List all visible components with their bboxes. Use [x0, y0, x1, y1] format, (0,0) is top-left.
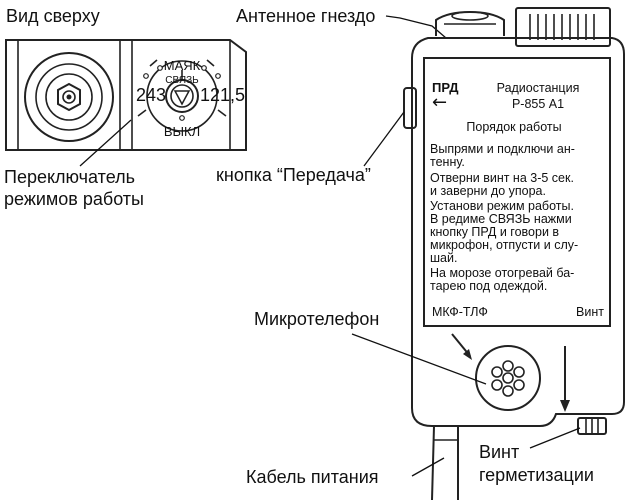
instruction-line: На морозе отогревай ба- — [430, 266, 574, 280]
instruction-panel-text: ПРД ← Радиостанция Р-855 А1 Порядок рабо… — [430, 80, 604, 319]
mode-switch-leader — [79, 119, 132, 167]
switch-link-label: СВЯЗЬ — [165, 75, 199, 86]
procedure-title: Порядок работы — [466, 120, 561, 134]
mode-switch-label-line1: Переключатель — [4, 167, 135, 187]
instruction-line: микрофон, отпусти и слу- — [430, 238, 578, 252]
instruction-line: Выпрями и подключи ан- — [430, 142, 575, 156]
instruction-panel — [423, 57, 611, 327]
instruction-line: кнопку ПРД и говори в — [430, 225, 559, 239]
seal-screw-label-line1: Винт — [479, 442, 519, 462]
panel-footer-left: МКФ-ТЛФ — [432, 305, 488, 319]
seal-screw-label-line2: герметизации — [479, 465, 594, 485]
power-cable-leader — [411, 457, 445, 477]
switch-freq-right-label: 121,5 — [200, 85, 245, 105]
antenna-socket-top-icon — [24, 52, 114, 142]
instruction-line: тарею под одеждой. — [430, 279, 547, 293]
instruction-line: шай. — [430, 251, 457, 265]
instruction-line: тенну. — [430, 155, 465, 169]
instruction-line: Отверни винт на 3-5 сек. — [430, 171, 574, 185]
mode-switch-dial — [137, 59, 227, 132]
transmit-button-leader — [363, 111, 405, 167]
switch-beacon-label: МАЯК — [164, 58, 201, 73]
power-cable-label: Кабель питания — [246, 467, 379, 487]
microtelephone-grille — [475, 345, 541, 411]
antenna-socket-label: Антенное гнездо — [236, 6, 375, 26]
top-view-label: Вид сверху — [6, 6, 100, 26]
panel-footer-right: Винт — [576, 305, 604, 319]
microtelephone-label: Микротелефон — [254, 309, 379, 329]
panel-title-line2: Р-855 А1 — [512, 97, 564, 111]
instruction-line: Установи режим работы. — [430, 199, 574, 213]
prd-arrow-icon: ← — [432, 92, 447, 113]
radio-body — [403, 7, 625, 500]
microtelephone-leader — [351, 333, 487, 385]
switch-freq-left-label: 243 — [136, 85, 166, 105]
instruction-line: В редиме СВЯЗЬ нажми — [430, 212, 572, 226]
seal-screw-leader — [529, 427, 581, 449]
prd-label: ПРД — [432, 80, 459, 95]
vent-grille — [529, 14, 595, 40]
transmit-button-label: кнопка “Передача” — [216, 165, 371, 185]
switch-off-label: ВЫКЛ — [164, 124, 200, 139]
power-cable-shape — [431, 425, 459, 500]
top-view-drawing: МАЯК СВЯЗЬ 243 121,5 ВЫКЛ — [5, 39, 247, 151]
antenna-socket-leader — [385, 15, 447, 39]
mode-switch-label-line2: режимов работы — [4, 189, 144, 209]
transmit-button-shape — [403, 87, 417, 129]
instruction-line: и заверни до упора. — [430, 184, 546, 198]
panel-title-line1: Радиостанция — [497, 81, 580, 95]
